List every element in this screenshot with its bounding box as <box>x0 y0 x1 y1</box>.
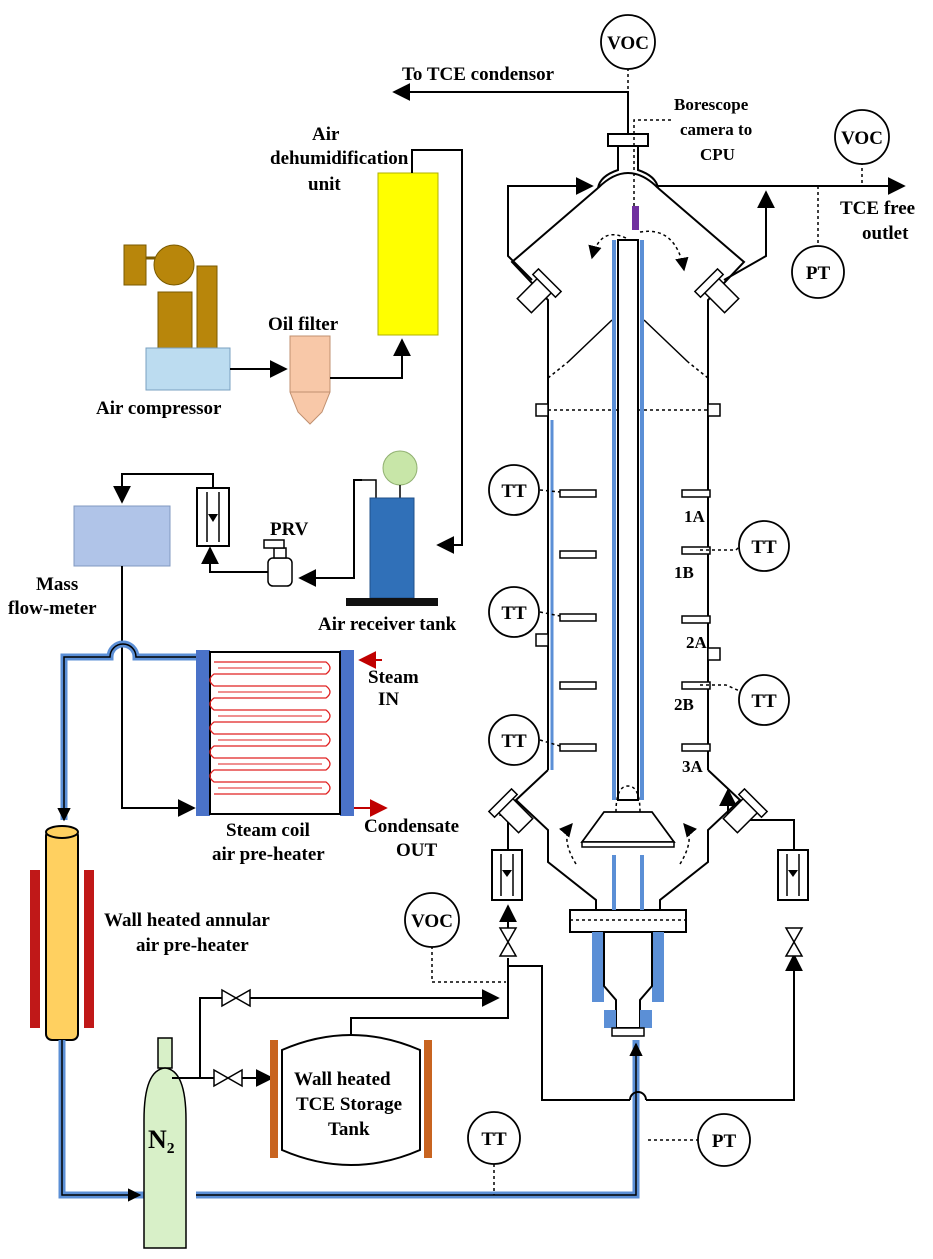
borescope-label-line1: Borescope <box>674 95 749 114</box>
steam-coil-air-pre-heater <box>196 650 354 816</box>
air-dehumidification-unit <box>377 172 439 336</box>
tt-right-1-label: TT <box>751 537 777 558</box>
air-compressor-label: Air compressor <box>96 398 222 419</box>
rotameter-left <box>491 849 523 901</box>
temperature-transmitter-right-1: TT <box>738 520 790 572</box>
tt-1-label: TT <box>501 481 527 502</box>
voc-top-label: VOC <box>607 33 649 54</box>
oil-filter <box>289 335 331 425</box>
pt-outlet-label: PT <box>806 263 831 284</box>
mass-flow-meter <box>73 505 171 567</box>
air-receiver-label: Air receiver tank <box>318 614 457 635</box>
voc-feed-label: VOC <box>411 911 453 932</box>
mass-flow-label-line1: Mass <box>36 574 78 595</box>
air-dehumid-label-line2: dehumidification <box>270 148 409 169</box>
pressure-transmitter-bottom: PT <box>697 1113 751 1167</box>
air-dehumid-label-line1: Air <box>312 124 340 145</box>
temperature-transmitter-3: TT <box>488 714 540 766</box>
tce-free-label-line2: outlet <box>862 223 909 244</box>
tce-storage-tank <box>270 1034 432 1166</box>
condensate-label-line1: Condensate <box>364 816 459 837</box>
temperature-transmitter-bottom: TT <box>467 1111 521 1165</box>
air-compressor <box>123 244 231 391</box>
tce-tank-label-line2: TCE Storage <box>296 1094 402 1115</box>
voc-sensor-outlet: VOC <box>834 109 890 165</box>
rotameter-air <box>196 487 230 547</box>
steam-in-label-line1: Steam <box>368 667 419 688</box>
n2-label: N₂ <box>148 1125 175 1154</box>
pressure-relief-valve <box>263 539 293 587</box>
valve-right <box>784 927 804 957</box>
port-2b-label: 2B <box>674 695 694 714</box>
voc-sensor-feed: VOC <box>404 892 460 948</box>
borescope-camera <box>632 206 639 230</box>
tt-bottom-label: TT <box>481 1129 507 1150</box>
port-3a-label: 3A <box>682 757 704 776</box>
wall-heated-annular-air-pre-heater <box>30 825 94 1041</box>
n2-cylinder <box>143 1037 187 1249</box>
steam-coil <box>209 661 331 795</box>
borescope-label-line2: camera to <box>680 120 752 139</box>
tce-tank-label-line3: Tank <box>328 1119 370 1140</box>
air-dehumid-label-line3: unit <box>308 174 341 195</box>
valve-left <box>498 927 518 957</box>
temperature-transmitter-1: TT <box>488 464 540 516</box>
port-2a-label: 2A <box>686 633 708 652</box>
n2-valve-upper <box>221 988 251 1008</box>
tce-free-label-line1: TCE free <box>840 198 915 219</box>
pt-bottom-label: PT <box>712 1131 737 1152</box>
rotameter-right <box>777 849 809 901</box>
condensate-label-line2: OUT <box>396 840 438 861</box>
oil-filter-label: Oil filter <box>268 314 339 335</box>
steam-coil-label-line2: air pre-heater <box>212 844 325 865</box>
tt-right-2-label: TT <box>751 691 777 712</box>
voc-outlet-label: VOC <box>841 128 883 149</box>
air-receiver-tank <box>346 450 438 606</box>
to-tce-condensor-label: To TCE condensor <box>402 64 555 85</box>
borescope-label-line3: CPU <box>700 145 735 164</box>
reactor-column <box>487 133 769 1037</box>
tt-3-label: TT <box>501 731 527 752</box>
tt-2-label: TT <box>501 603 527 624</box>
steam-in-label-line2: IN <box>378 689 399 710</box>
prv-label: PRV <box>270 519 309 540</box>
mass-flow-label-line2: flow-meter <box>8 598 97 619</box>
port-1a-label: 1A <box>684 507 706 526</box>
temperature-transmitter-right-2: TT <box>738 674 790 726</box>
annular-preheater-label-line1: Wall heated annular <box>104 910 270 931</box>
n2-valve-lower <box>213 1068 243 1088</box>
tce-tank-label-line1: Wall heated <box>294 1069 391 1090</box>
steam-coil-label-line1: Steam coil <box>226 820 310 841</box>
annular-preheater-label-line2: air pre-heater <box>136 935 249 956</box>
voc-sensor-top: VOC <box>600 14 656 70</box>
port-1b-label: 1B <box>674 563 694 582</box>
temperature-transmitter-2: TT <box>488 586 540 638</box>
pressure-transmitter-outlet: PT <box>791 245 845 299</box>
